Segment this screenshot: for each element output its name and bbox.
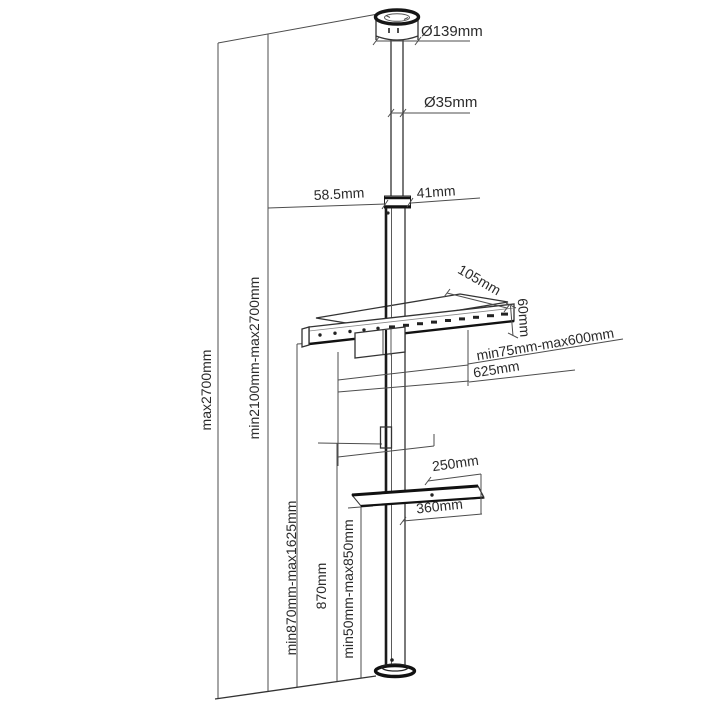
dim-label-bracket-depth: 105mm bbox=[455, 261, 503, 298]
dim-label-pole-diameter: Ø35mm bbox=[424, 94, 477, 111]
tv-outline-frame bbox=[337, 352, 470, 466]
pole-height-clamp bbox=[379, 426, 393, 449]
lower-pole bbox=[384, 208, 406, 666]
dim-label-pole-height-range: min2100mm-max2700mm bbox=[246, 277, 262, 440]
pole-clamp bbox=[354, 326, 406, 359]
upper-pole bbox=[390, 40, 404, 196]
ceiling-plate bbox=[373, 8, 421, 41]
dim-label-tube-diameter: 41mm bbox=[416, 182, 456, 201]
dim-label-max-total-height: max2700mm bbox=[198, 350, 214, 431]
dim-label-shelf-depth: 250mm bbox=[431, 452, 479, 474]
dim-label-shelf-width: 360mm bbox=[415, 496, 463, 517]
floor-line bbox=[214, 675, 377, 700]
dim-label-lower-pole-height: 870mm bbox=[313, 563, 329, 610]
rail-end-cap bbox=[301, 326, 310, 348]
dimension-labels: Ø139mm Ø35mm 58.5mm 41mm 105mm 60mm min7… bbox=[198, 23, 615, 659]
floor-base bbox=[373, 658, 417, 679]
av-shelf bbox=[351, 484, 485, 508]
dim-label-shelf-height-range: min50mm-max850mm bbox=[340, 519, 356, 658]
dim-label-bracket-width: 625mm bbox=[472, 358, 521, 381]
rail-holes bbox=[318, 312, 508, 337]
dim-label-ceiling-plate-diameter: Ø139mm bbox=[421, 23, 483, 40]
pole-collar bbox=[384, 195, 411, 215]
dim-label-tv-height-range: min870mm-max1625mm bbox=[283, 501, 299, 656]
tv-bracket-rail bbox=[301, 303, 515, 359]
dim-label-bracket-thickness: 60mm bbox=[515, 298, 534, 338]
dim-label-collar-length: 58.5mm bbox=[313, 184, 364, 203]
dimension-extension-lines bbox=[214, 13, 383, 700]
dimension-lines bbox=[267, 36, 624, 526]
